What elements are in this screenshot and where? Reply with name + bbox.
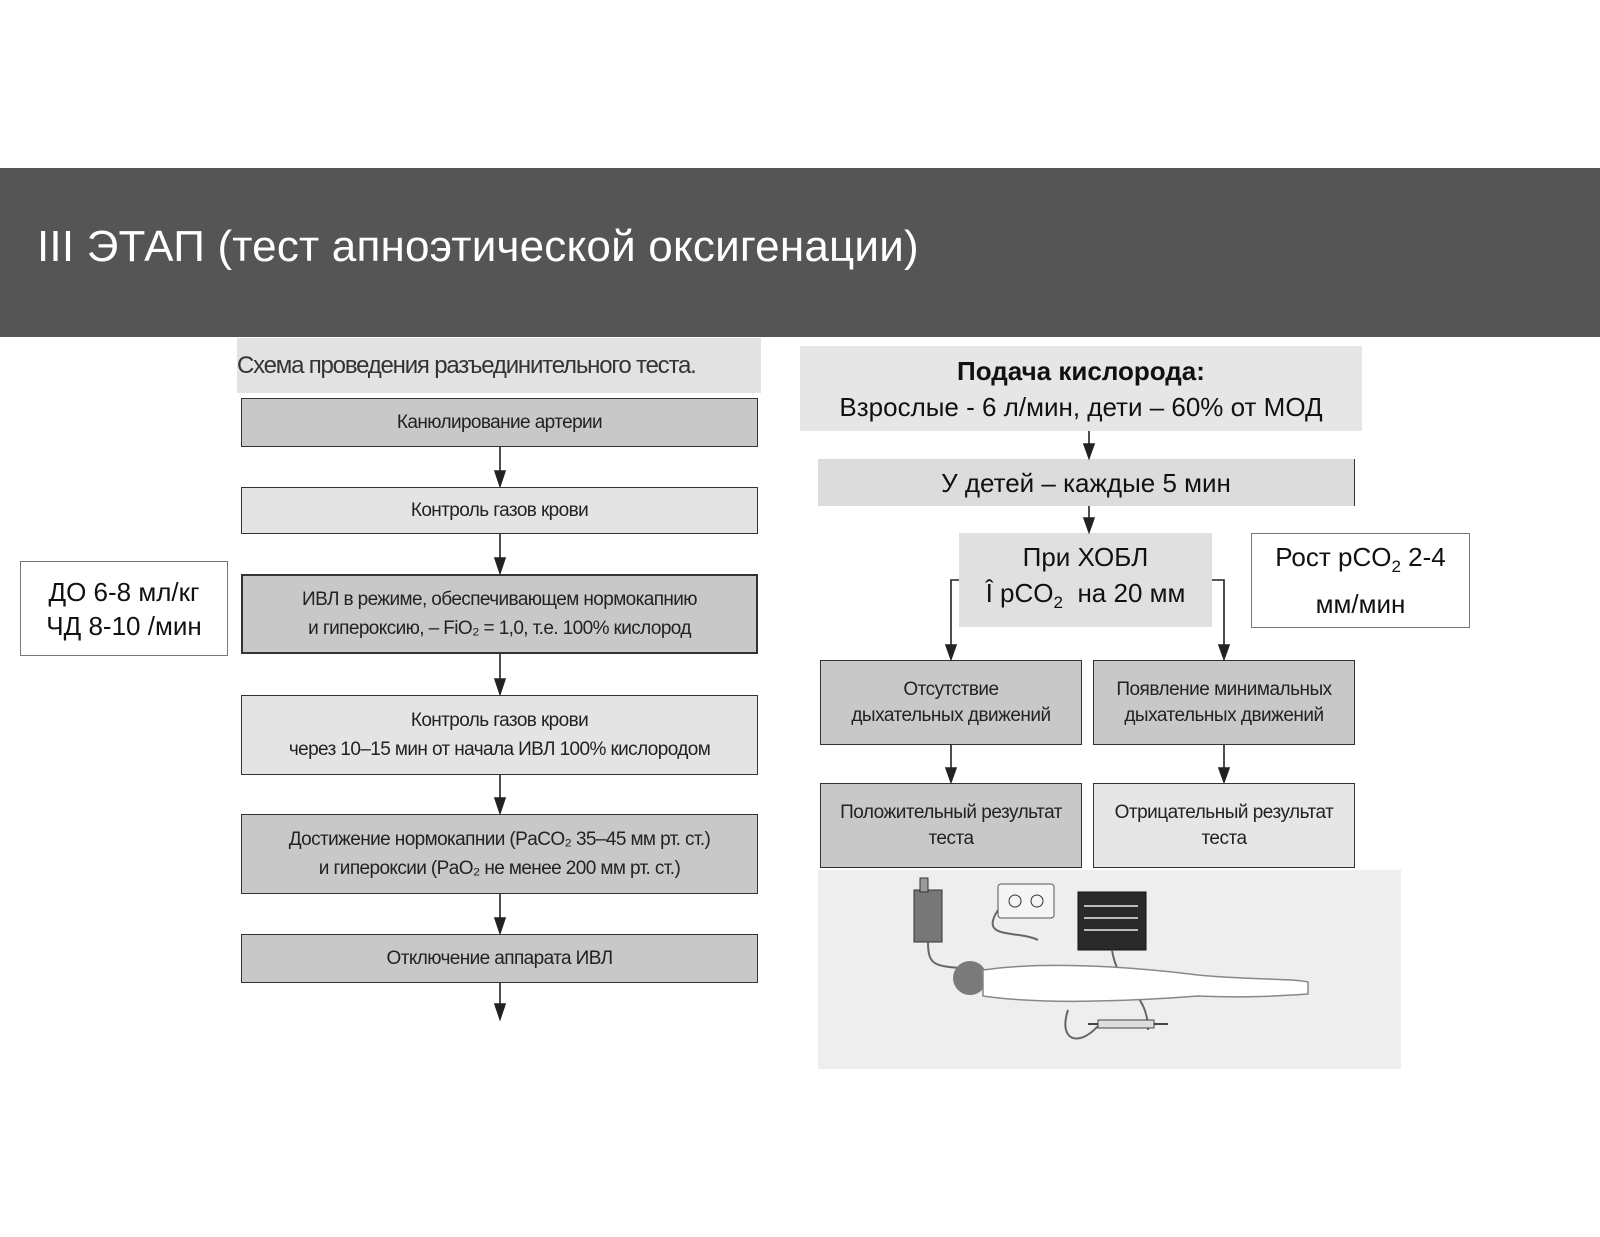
arrow-head-icon [493, 917, 507, 936]
arrow-head-icon [493, 678, 507, 697]
arrow-head-icon [944, 644, 958, 662]
step-blood-gas-1: Контроль газов крови [241, 487, 758, 534]
arterial-line-icon [1064, 1009, 1099, 1040]
arrow-line [1212, 579, 1225, 648]
step-line: Отключение аппарата ИВЛ [386, 948, 613, 969]
arrow-head-icon [1082, 443, 1096, 461]
growth-prefix: Рост pCO [1275, 542, 1392, 573]
no-breathing-line: Отсутствие [903, 678, 999, 700]
arrow-head-icon [493, 470, 507, 489]
arrow-head-icon [493, 557, 507, 576]
monitor-waveform-icon [1084, 905, 1138, 931]
patient-body-icon [982, 964, 1309, 1003]
arrow-head-icon [1082, 517, 1096, 535]
patient-monitor-icon [1077, 891, 1147, 951]
growth-sub: 2 [1391, 557, 1401, 577]
oxygen-text: Взрослые - 6 л/мин, дети – 60% от МОД [839, 391, 1323, 422]
copd-value: Î pCO2 на 20 мм [986, 575, 1186, 621]
step-line: Достижение нормокапнии (PaCO₂ 35–45 мм р… [288, 829, 711, 850]
oxygen-supply-box: Подача кислорода: Взрослые - 6 л/мин, де… [800, 346, 1362, 431]
growth-suffix: 2-4 [1400, 542, 1446, 573]
children-interval-text: У детей – каждые 5 мин [941, 467, 1231, 498]
no-breathing-line: дыхательных движений [851, 704, 1051, 726]
step-ventilation: ИВЛ в режиме, обеспечивающем нормокапнию… [241, 574, 758, 654]
arrow-head-icon [944, 767, 958, 785]
negative-result-line: Отрицательный результат [1114, 801, 1334, 823]
step-cannulation: Канюлирование артерии [241, 398, 758, 447]
gauge-icon [1030, 894, 1044, 908]
tidal-volume-text: ДО 6-8 мл/кг [48, 576, 200, 607]
patient-illustration-drawing [913, 877, 1309, 1040]
gas-analyzer-icon [997, 883, 1055, 919]
step-blood-gas-2: Контроль газов крови через 10–15 мин от … [241, 695, 758, 775]
copd-value-sub: 2 [1053, 593, 1063, 613]
minimal-breathing-line: Появление минимальных [1116, 678, 1332, 700]
flowmeter-valve-icon [919, 877, 929, 893]
minimal-breathing-line: дыхательных движений [1124, 704, 1324, 726]
arrow-head-icon [1217, 644, 1231, 662]
arrow-head-icon [493, 797, 507, 816]
step-line: Контроль газов крови [410, 710, 589, 731]
step-line: и гипероксии (PaO₂ не менее 200 мм рт. с… [318, 858, 681, 879]
ventilation-params-note: ДО 6-8 мл/кг ЧД 8-10 /мин [20, 561, 228, 656]
step-line: через 10–15 мин от начала ИВЛ 100% кисло… [288, 739, 711, 760]
patient-illustration [818, 870, 1401, 1069]
step-disconnect: Отключение аппарата ИВЛ [241, 934, 758, 983]
pco2-growth-box: Рост pCO2 2-4 мм/мин [1251, 533, 1470, 628]
arrow-head-icon [493, 1003, 507, 1022]
title-bar [0, 168, 1600, 337]
step-line: Контроль газов крови [410, 500, 589, 521]
copd-title: При ХОБЛ [1022, 541, 1149, 572]
slide-title: III ЭТАП (тест апноэтической оксигенации… [37, 222, 919, 271]
positive-result-line: теста [928, 827, 974, 849]
gauge-icon [1008, 894, 1022, 908]
step-line: Канюлирование артерии [396, 412, 603, 433]
step-normocapnia: Достижение нормокапнии (PaCO₂ 35–45 мм р… [241, 814, 758, 894]
children-interval-box: У детей – каждые 5 мин [818, 459, 1355, 506]
negative-result-box: Отрицательный результат теста [1093, 783, 1355, 868]
resp-rate-text: ЧД 8-10 /мин [46, 610, 202, 641]
patient-head-icon [953, 961, 987, 995]
step-line: ИВЛ в режиме, обеспечивающем нормокапнию [302, 589, 698, 610]
minimal-breathing-box: Появление минимальных дыхательных движен… [1093, 660, 1355, 745]
analyzer-cable-icon [991, 909, 1039, 941]
negative-result-line: теста [1201, 827, 1247, 849]
step-line: и гипероксию, – FiO₂ = 1,0, т.е. 100% ки… [308, 618, 691, 639]
growth-line2: мм/мин [1315, 588, 1406, 619]
arrow-head-icon [1217, 767, 1231, 785]
copd-box: При ХОБЛ Î pCO2 на 20 мм [959, 533, 1212, 627]
growth-line1: Рост pCO2 2-4 [1275, 539, 1446, 585]
oxygen-title: Подача кислорода: [957, 355, 1205, 386]
scheme-heading: Схема проведения разъединительного теста… [237, 338, 761, 393]
positive-result-line: Положительный результат [840, 801, 1062, 823]
copd-value-suffix: на 20 мм [1063, 577, 1186, 608]
no-breathing-box: Отсутствие дыхательных движений [820, 660, 1082, 745]
arrow-line [950, 579, 959, 648]
copd-value-prefix: Î pCO [985, 577, 1054, 608]
